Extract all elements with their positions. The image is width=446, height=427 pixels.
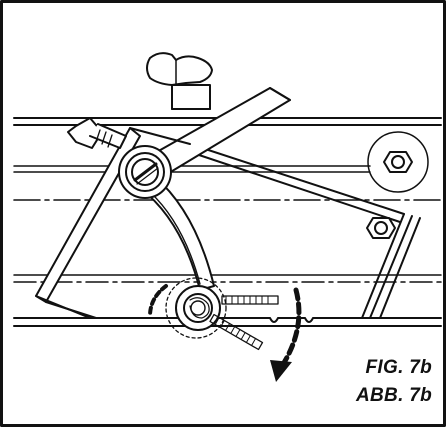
left-bolt bbox=[67, 117, 127, 149]
bracket-top bbox=[129, 127, 191, 145]
lever-arm-end bbox=[269, 87, 291, 101]
arc-slot-inner bbox=[149, 191, 201, 285]
strut-diagonal-1 bbox=[189, 143, 405, 215]
rotation-arrow-head bbox=[270, 360, 292, 382]
bracket-left bbox=[35, 127, 141, 303]
adjustment-screw bbox=[165, 277, 227, 339]
rotation-arrow-left bbox=[148, 284, 168, 318]
nut-upper-right bbox=[367, 131, 429, 193]
rotation-arrow-right bbox=[279, 287, 302, 369]
figure-caption-english: FIG. 7b bbox=[365, 357, 432, 378]
strut-diagonal-2 bbox=[189, 151, 401, 223]
base-plate-top bbox=[13, 317, 442, 323]
bracket-foot-2 bbox=[45, 301, 97, 319]
strut-right-3 bbox=[379, 217, 421, 319]
threaded-rod-upper bbox=[221, 295, 279, 305]
figure-caption-german: ABB. 7b bbox=[356, 385, 432, 406]
nut-lower-right bbox=[366, 217, 396, 239]
strut-right-1 bbox=[361, 213, 405, 319]
pivot-bolt bbox=[118, 145, 172, 199]
strut-right-2 bbox=[369, 215, 413, 319]
threaded-rod-lower bbox=[209, 313, 264, 351]
knob-stem bbox=[171, 84, 211, 110]
star-knob bbox=[146, 52, 213, 86]
arc-slot-plate bbox=[139, 175, 215, 291]
